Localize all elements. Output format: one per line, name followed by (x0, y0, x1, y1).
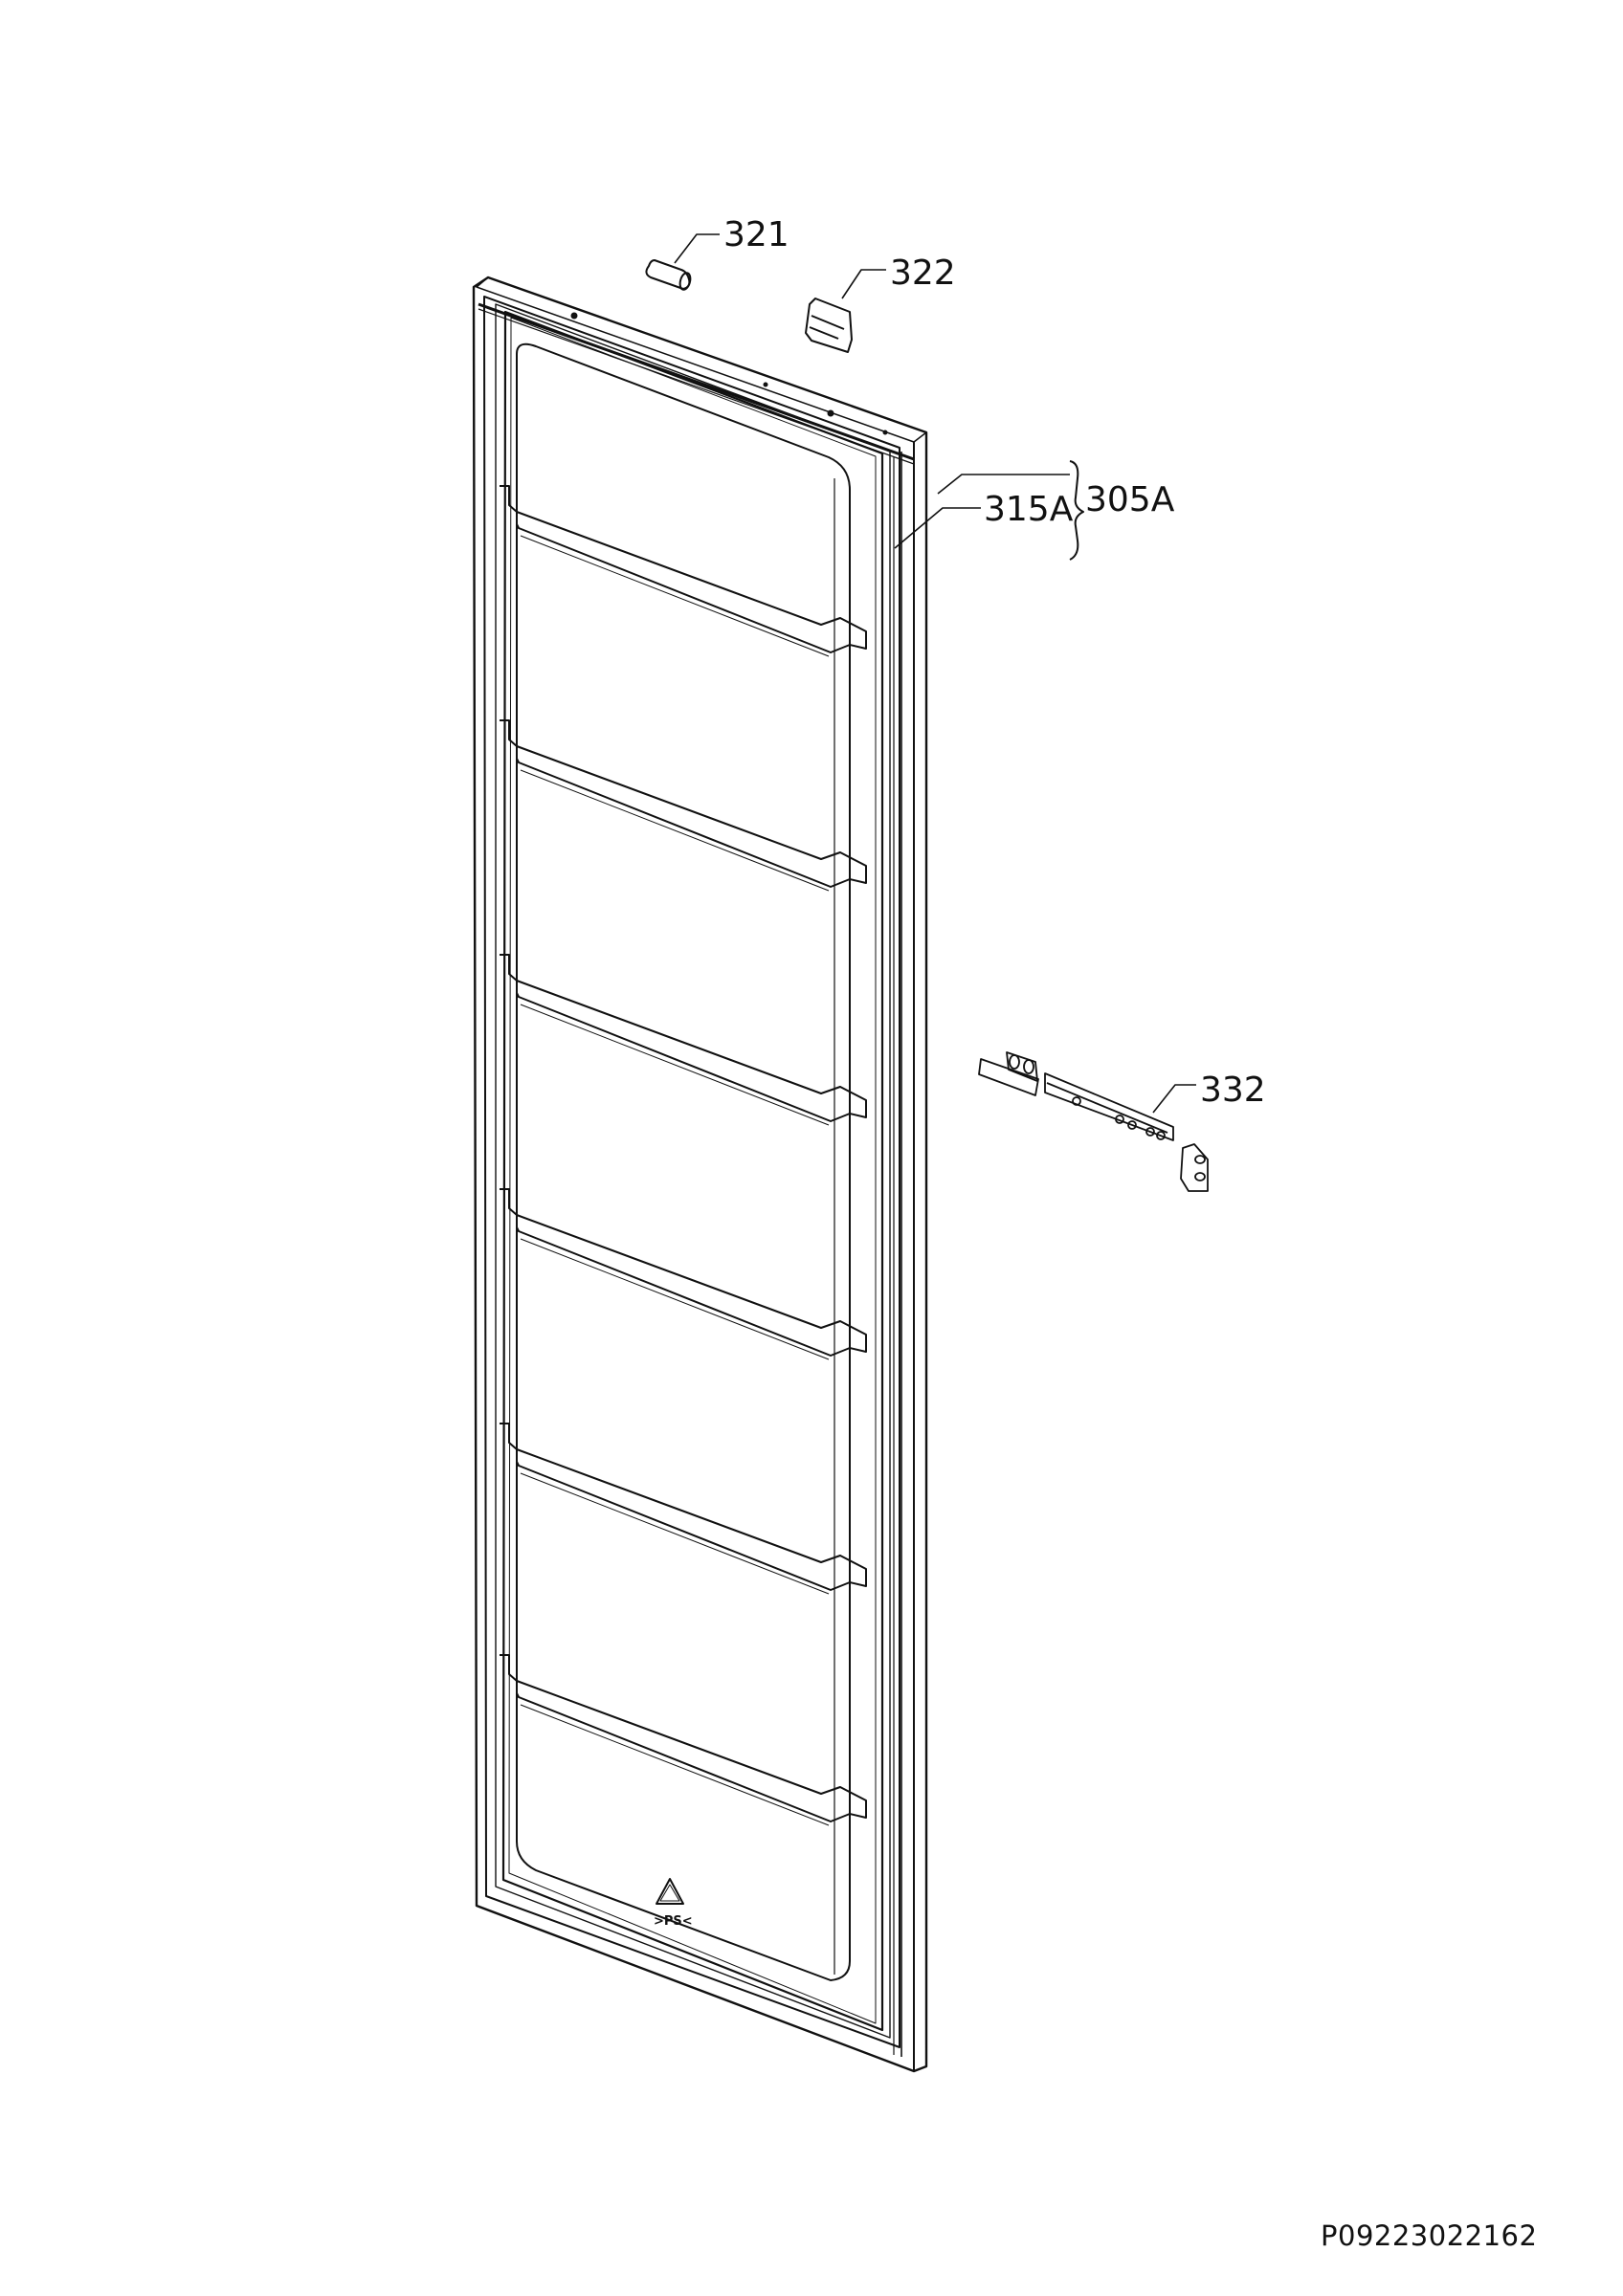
shelf-ridge-2 (500, 719, 867, 892)
part-label-305A: 305A (1085, 480, 1175, 519)
svg-text:>PS<: >PS< (654, 1914, 693, 1929)
hinge-rail-part-332 (978, 1051, 1209, 1192)
part-label-315A: 315A (984, 490, 1074, 529)
part-label-321: 321 (723, 215, 789, 254)
door-shelf-ridges (500, 485, 867, 1826)
part-label-332: 332 (1200, 1071, 1266, 1110)
document-id: P09223022162 (1321, 2219, 1538, 2252)
gasket-leader-lines (894, 460, 1084, 561)
recycling-ps-icon: >PS< (654, 1878, 693, 1929)
door-panel (472, 276, 928, 2073)
shelf-ridge-5 (500, 1423, 867, 1595)
hinge-pin-part-321 (645, 233, 720, 291)
part-label-322: 322 (890, 254, 956, 293)
shelf-ridge-3 (500, 954, 867, 1126)
shelf-ridge-6 (500, 1654, 867, 1826)
hinge-cover-part-322 (805, 269, 886, 353)
shelf-ridge-4 (500, 1188, 867, 1360)
shelf-ridge-1 (500, 485, 867, 657)
